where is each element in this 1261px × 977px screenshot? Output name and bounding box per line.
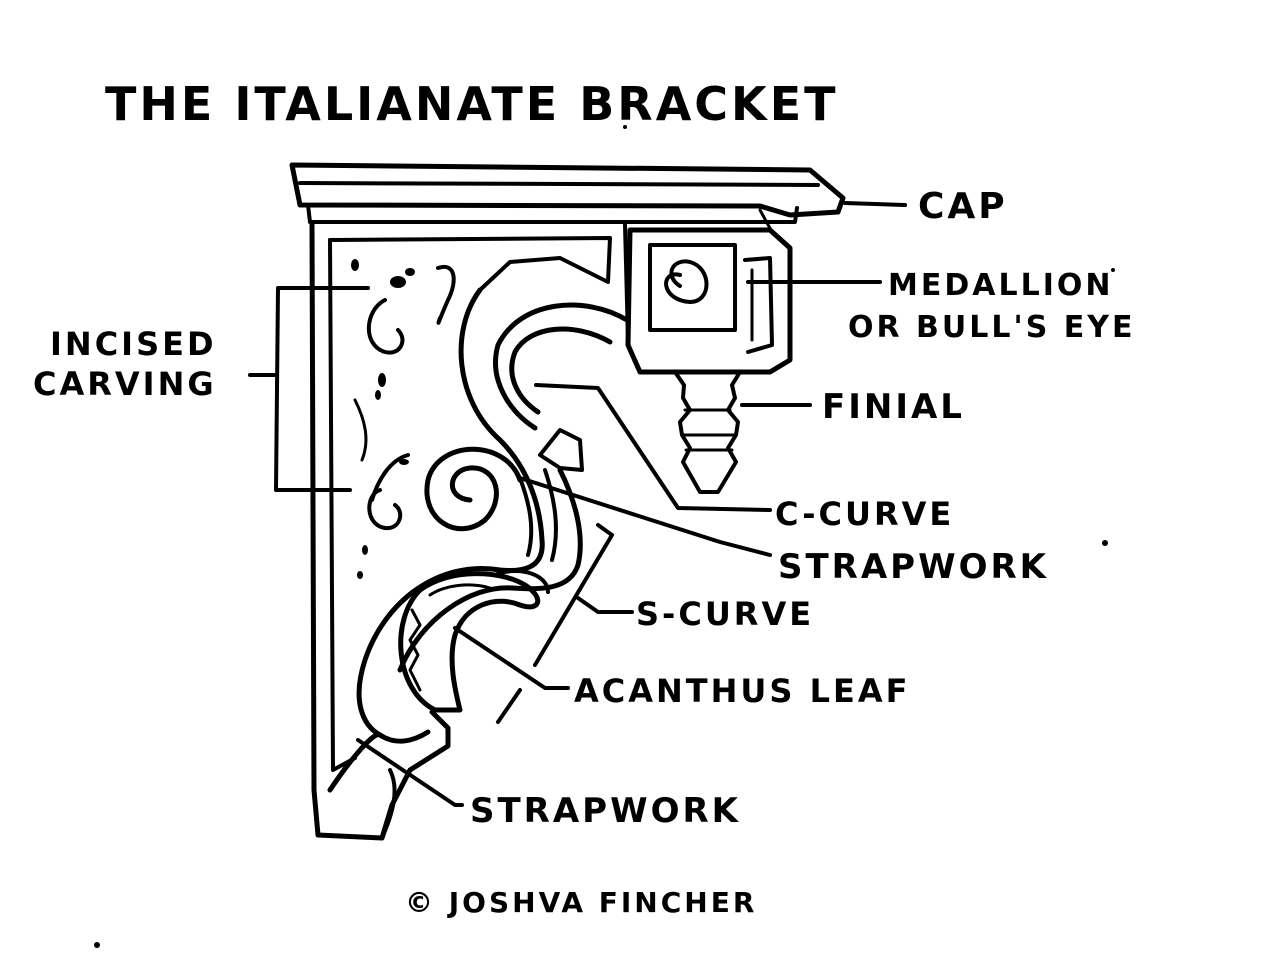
leader-cap (843, 201, 907, 207)
leader-c-curve (534, 383, 772, 512)
bracket-cap (289, 162, 846, 234)
artist-credit: © JOSHVA FINCHER (405, 886, 757, 919)
label-strapwork-lower: STRAPWORK (470, 791, 741, 831)
label-s-curve: S-CURVE (636, 595, 814, 633)
s-curve-body (356, 287, 583, 738)
leader-s-curve-bracket (533, 523, 614, 667)
strapwork-spiral (424, 446, 523, 532)
incised-carving-details (351, 259, 456, 579)
leader-strapwork-lower (356, 738, 464, 807)
label-finial: FINIAL (822, 387, 965, 427)
leader-s-curve (576, 596, 634, 614)
lower-strapwork (327, 729, 431, 840)
finial-drop (673, 370, 742, 494)
bracket-illustration (289, 162, 846, 841)
label-cap: CAP (918, 186, 1008, 227)
label-incised-line1: INCISED (50, 325, 217, 363)
label-c-curve: C-CURVE (775, 495, 954, 533)
ink-specks (94, 125, 1115, 948)
label-strapwork-upper: STRAPWORK (778, 547, 1049, 587)
c-curve-scroll (493, 302, 630, 472)
diagram-title: THE ITALIANATE BRACKET (105, 77, 839, 131)
leader-acanthus (453, 626, 570, 690)
label-medallion-line2: OR BULL'S EYE (848, 310, 1135, 345)
label-medallion-line1: MEDALLION (888, 268, 1113, 303)
medallion-block (625, 227, 793, 375)
leader-incised-bracket (274, 286, 370, 492)
leader-strapwork-upper (518, 476, 772, 557)
label-acanthus-leaf: ACANTHUS LEAF (574, 672, 910, 710)
label-incised-line2: CARVING (33, 365, 217, 403)
acanthus-leaf (398, 569, 550, 713)
leader-s-curve-tail (496, 688, 522, 724)
leader-lines (248, 201, 907, 807)
